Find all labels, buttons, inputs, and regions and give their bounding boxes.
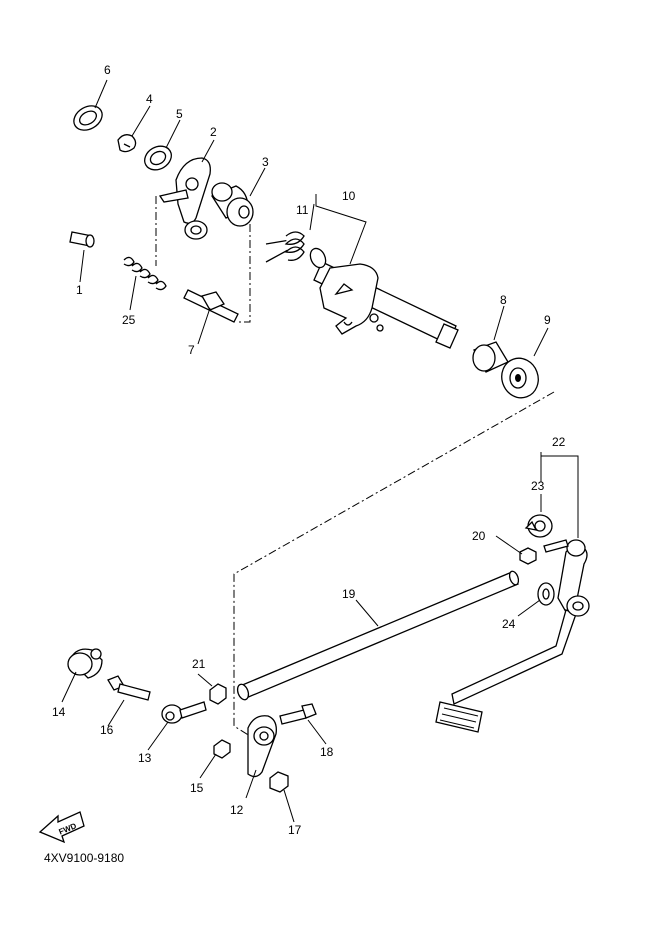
part-10-shift-shaft [309,247,459,349]
callout-3: 3 [262,155,269,169]
part-14-rod-end [67,648,103,679]
callout-16: 16 [100,723,114,737]
callout-22: 22 [552,435,566,449]
callout-1: 1 [76,283,83,297]
part-9-oil-seal [501,357,539,399]
diagram-code: 4XV9100-9180 [44,851,124,865]
part-25-spring [123,256,167,291]
callout-14: 14 [52,705,66,719]
callout-12: 12 [230,803,244,817]
callout-15: 15 [190,781,204,795]
callout-25: 25 [122,313,136,327]
callout-4: 4 [146,92,153,106]
part-11-spring [265,231,305,263]
callout-8: 8 [500,293,507,307]
callout-9: 9 [544,313,551,327]
part-24-washer [537,582,555,606]
part-3-collar [211,182,254,227]
callout-10: 10 [342,189,356,203]
part-12-shift-arm [247,715,277,778]
part-18-bolt [279,703,317,725]
part-5-washer [144,145,172,171]
part-16-bolt [107,675,151,701]
callout-2: 2 [210,125,217,139]
callout-11: 11 [296,203,309,217]
callout-23: 23 [531,479,545,493]
callout-7: 7 [188,343,195,357]
callout-18: 18 [320,745,334,759]
part-20-nut [519,539,569,565]
part-21-nut [209,683,227,705]
part-19-shift-rod [236,570,520,701]
callout-24: 24 [502,617,516,631]
part-23-boot [524,514,553,538]
callout-17: 17 [288,823,302,837]
part-6-washer [73,105,103,131]
part-4-circlip [117,134,137,153]
part-8-bushing [472,341,509,373]
part-17-nut [269,771,289,793]
fwd-arrow-icon: FWD [38,811,85,844]
callout-labels: 1 2 3 4 5 6 7 8 9 10 11 12 13 14 15 16 1… [52,63,566,837]
part-1-pin [69,231,95,248]
callout-13: 13 [138,751,152,765]
part-7-stud-bolt [183,289,239,323]
part-13-joint [161,701,207,724]
callout-19: 19 [342,587,356,601]
leader-lines [61,79,579,823]
callout-5: 5 [176,107,183,121]
callout-21: 21 [192,657,206,671]
part-15-nut [213,739,231,759]
part-22-shift-pedal [435,539,590,733]
callout-6: 6 [104,63,111,77]
part-2-shift-arm [158,157,211,240]
callout-20: 20 [472,529,486,543]
